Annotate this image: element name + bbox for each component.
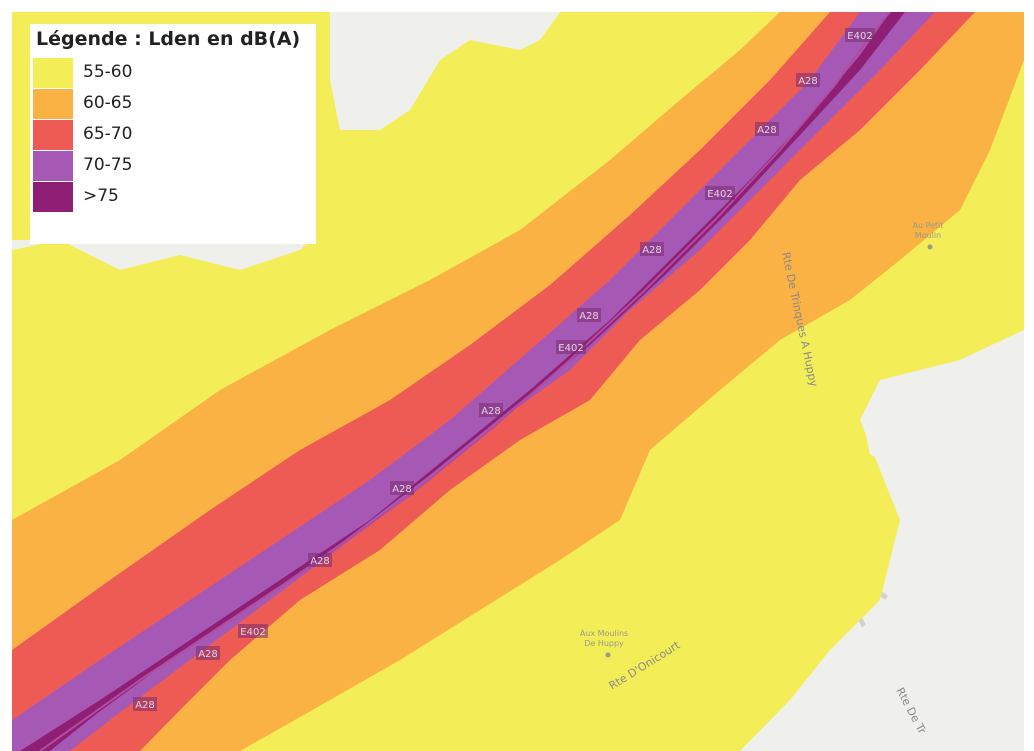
- legend-item: 55-60: [33, 58, 303, 88]
- shield-e402: E402: [705, 186, 735, 200]
- legend-swatch: [33, 120, 73, 150]
- shield-a28: A28: [577, 308, 601, 322]
- legend-item: 70-75: [33, 151, 303, 181]
- highway-shields: A28 A28 E402 A28 A28 A28: [133, 28, 875, 711]
- place-label-petit-moulin-line2: Moulin: [915, 231, 941, 240]
- basemap-gap-west: [12, 240, 310, 270]
- shield-e402-text: E402: [707, 189, 732, 200]
- shield-a28-text: A28: [198, 649, 218, 660]
- legend-swatch: [33, 89, 73, 119]
- legend-title: Légende : Lden en dB(A): [36, 28, 301, 50]
- legend: Légende : Lden en dB(A) 55-60 60-65 65-7…: [30, 24, 316, 244]
- shield-e402: E402: [238, 624, 268, 638]
- shield-a28: A28: [196, 646, 220, 660]
- legend-label: >75: [83, 186, 119, 206]
- legend-swatch: [33, 151, 73, 181]
- shield-a28-text: A28: [579, 311, 599, 322]
- shield-a28-text: A28: [310, 556, 330, 567]
- legend-label: 55-60: [83, 62, 133, 82]
- legend-label: 60-65: [83, 93, 133, 113]
- shield-e402-text: E402: [558, 343, 583, 354]
- basemap-gap-island: [865, 420, 900, 460]
- shield-a28-text: A28: [481, 406, 501, 417]
- legend-label: 70-75: [83, 155, 133, 175]
- legend-item: 65-70: [33, 120, 303, 150]
- place-labels: Au Petit Moulin Aux Moulins De Huppy: [580, 221, 944, 658]
- legend-item: 60-65: [33, 89, 303, 119]
- shield-e402: E402: [556, 340, 586, 354]
- shield-a28-text: A28: [392, 484, 412, 495]
- shield-a28-text: A28: [757, 125, 777, 136]
- shield-a28-text: A28: [798, 76, 818, 87]
- legend-item: >75: [33, 182, 303, 212]
- shield-a28: A28: [390, 481, 414, 495]
- place-marker-petit-moulin: [927, 244, 933, 250]
- place-marker-moulins: [605, 652, 611, 658]
- shield-a28-text: A28: [135, 700, 155, 711]
- highway-a28: [39, 12, 891, 751]
- legend-swatch: [33, 182, 73, 212]
- shield-a28: A28: [308, 553, 332, 567]
- shield-a28: A28: [479, 403, 503, 417]
- basemap-gap-top: [330, 12, 560, 130]
- legend-label: 65-70: [83, 124, 133, 144]
- shield-a28: A28: [133, 697, 157, 711]
- noise-band-70-75: [12, 12, 935, 751]
- shield-e402-text: E402: [847, 31, 872, 42]
- shield-e402-text: E402: [240, 627, 265, 638]
- place-label-petit-moulin-line1: Au Petit: [912, 221, 943, 230]
- legend-swatch: [33, 58, 73, 88]
- shield-a28: A28: [796, 73, 820, 87]
- place-label-moulins-line1: Aux Moulins: [580, 629, 628, 638]
- shield-a28: A28: [640, 242, 664, 256]
- shield-a28: A28: [755, 122, 779, 136]
- shield-e402: E402: [845, 28, 875, 42]
- basemap-gap-east: [830, 330, 1024, 751]
- place-label-moulins-line2: De Huppy: [584, 639, 624, 648]
- shield-a28-text: A28: [642, 245, 662, 256]
